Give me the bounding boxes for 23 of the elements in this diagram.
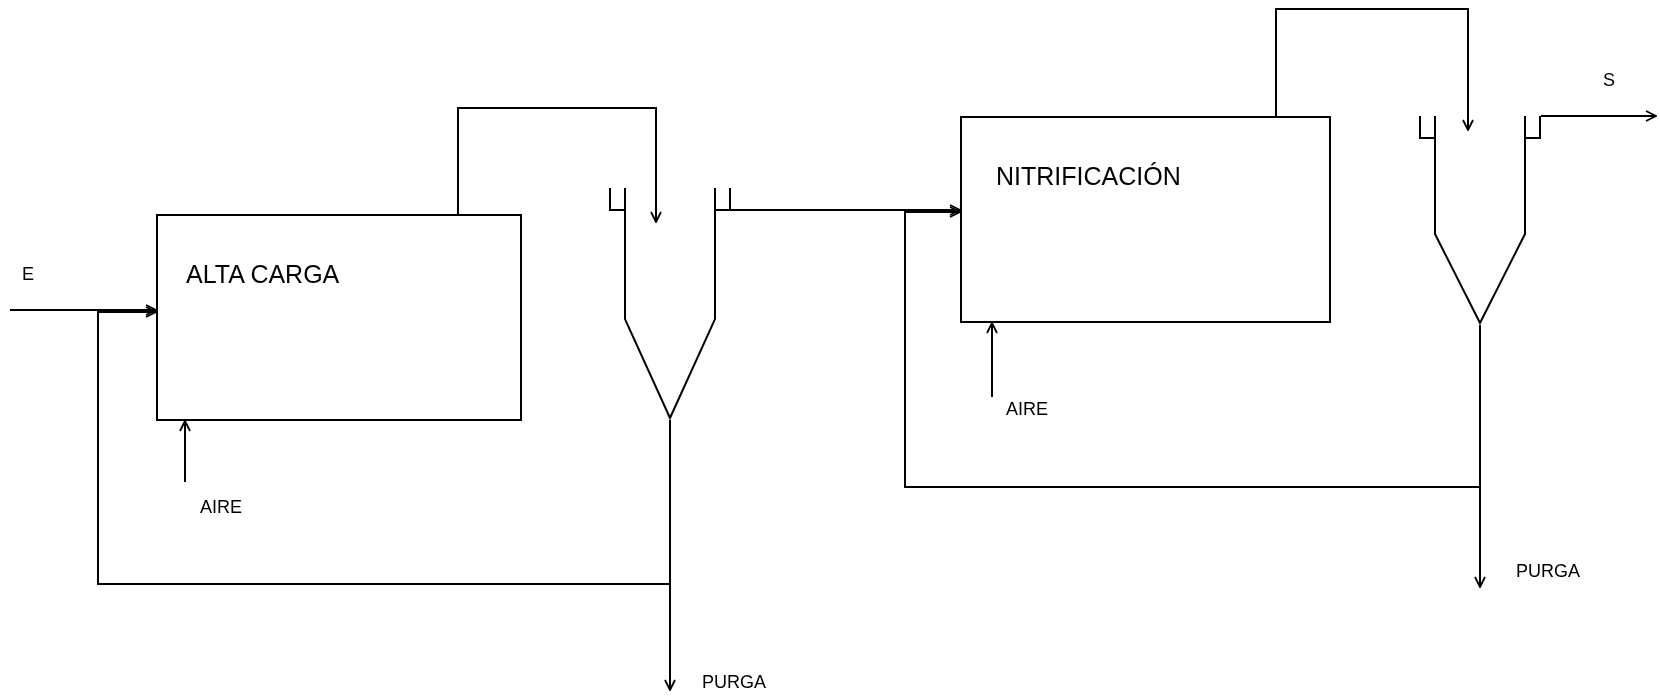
flow-arrow xyxy=(986,322,998,398)
flow-arrow xyxy=(904,206,1481,488)
flow-arrow xyxy=(9,304,157,316)
edge-label: AIRE xyxy=(1006,399,1048,419)
tank-label: ALTA CARGA xyxy=(186,260,340,289)
edge-label: PURGA xyxy=(1516,561,1580,581)
settling-tank-drawing xyxy=(609,188,731,420)
edge-label: AIRE xyxy=(200,497,242,517)
flow-arrow xyxy=(179,420,191,483)
edge-label: E xyxy=(22,264,34,284)
process-tank-box xyxy=(156,214,522,421)
flow-arrow xyxy=(664,419,676,691)
process-tank-box xyxy=(960,116,1331,323)
settling-tank-drawing xyxy=(1419,116,1541,325)
flow-arrow xyxy=(97,306,671,585)
tank-label: NITRIFICACIÓN xyxy=(996,162,1181,191)
flow-arrow xyxy=(1540,110,1657,122)
flow-arrow xyxy=(1275,8,1474,131)
edge-label: S xyxy=(1603,70,1615,90)
flow-arrow xyxy=(730,204,961,216)
flow-arrow xyxy=(457,107,662,223)
flow-arrow xyxy=(1474,324,1486,588)
edge-label: PURGA xyxy=(702,672,766,692)
